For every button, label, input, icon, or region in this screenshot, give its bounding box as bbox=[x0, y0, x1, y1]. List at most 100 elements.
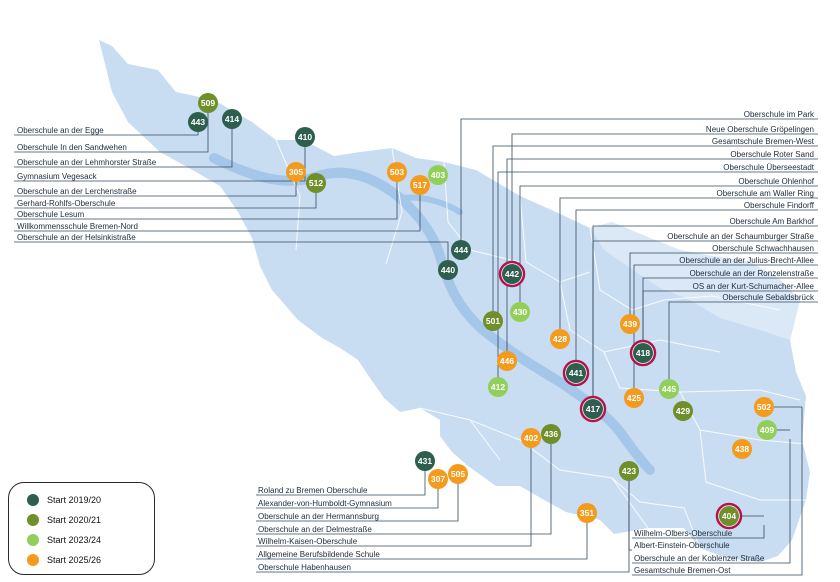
school-name-label: Oberschule Am Barkhof bbox=[730, 217, 815, 226]
school-number: 307 bbox=[431, 474, 445, 484]
school-marker: 403 bbox=[428, 165, 448, 185]
school-name-label: Oberschule im Park bbox=[744, 110, 815, 119]
leader-line bbox=[256, 470, 426, 496]
leader-line bbox=[632, 439, 791, 564]
legend-swatch-2019-20 bbox=[27, 494, 39, 506]
school-marker-dot bbox=[619, 461, 639, 481]
school-marker-dot bbox=[620, 314, 640, 334]
leader-line bbox=[629, 252, 818, 315]
school-marker: 414 bbox=[222, 109, 242, 129]
school-name-label: OS an der Kurt-Schumacher-Allee bbox=[693, 282, 815, 291]
legend-swatch-2025-26 bbox=[27, 554, 39, 566]
school-marker-dot bbox=[488, 377, 508, 397]
school-name-label: Oberschule am Waller Ring bbox=[716, 189, 814, 198]
leader-line bbox=[14, 112, 209, 153]
school-name-label: Alexander-von-Humboldt-Gymnasium bbox=[258, 499, 392, 508]
school-number: 503 bbox=[390, 167, 404, 177]
school-number: 517 bbox=[413, 180, 427, 190]
school-marker: 417 bbox=[579, 395, 607, 423]
leader-line bbox=[14, 146, 306, 182]
school-name-label: Allgemeine Berufsbildende Schule bbox=[258, 550, 380, 559]
school-marker-dot bbox=[566, 363, 586, 383]
leader-line bbox=[492, 145, 818, 312]
school-number: 430 bbox=[513, 307, 527, 317]
school-marker: 442 bbox=[498, 260, 526, 288]
school-marker-dot bbox=[438, 260, 458, 280]
leader-line bbox=[506, 158, 818, 352]
school-number: 445 bbox=[662, 384, 676, 394]
school-marker-dot bbox=[483, 311, 503, 331]
school-marker-dot bbox=[732, 439, 752, 459]
school-marker-dot bbox=[448, 464, 468, 484]
leader-line bbox=[642, 290, 818, 344]
leader-line bbox=[14, 128, 233, 168]
school-number: 425 bbox=[627, 393, 641, 403]
school-number: 512 bbox=[309, 178, 323, 188]
school-marker: 443 bbox=[188, 112, 208, 132]
leader-line bbox=[14, 192, 317, 209]
school-number: 438 bbox=[735, 444, 749, 454]
school-marker-dot bbox=[659, 379, 679, 399]
school-marker-dot bbox=[583, 399, 603, 419]
school-marker: 425 bbox=[624, 388, 644, 408]
school-name-label: Neue Oberschule Gröpelingen bbox=[706, 125, 814, 134]
school-marker-dot bbox=[541, 424, 561, 444]
school-marker-dot bbox=[497, 351, 517, 371]
legend: Start 2019/20 Start 2020/21 Start 2023/2… bbox=[8, 482, 155, 575]
school-marker-dot bbox=[428, 469, 448, 489]
school-number: 410 bbox=[298, 132, 312, 142]
school-name-label: Oberschule an der Delmestraße bbox=[258, 525, 372, 534]
school-number: 414 bbox=[225, 114, 239, 124]
leader-line bbox=[256, 447, 532, 547]
school-marker: 351 bbox=[577, 503, 597, 523]
district-boundary bbox=[589, 227, 781, 311]
school-number: 440 bbox=[441, 265, 455, 275]
school-marker-dot bbox=[188, 112, 208, 132]
legend-item: Start 2020/21 bbox=[27, 510, 154, 530]
school-marker: 501 bbox=[483, 311, 503, 331]
leader-line bbox=[14, 131, 199, 136]
school-name-label: Gesamtschule Bremen-Ost bbox=[634, 566, 731, 575]
school-name-label: Oberschule In den Sandwehen bbox=[17, 143, 127, 152]
school-number: 505 bbox=[451, 469, 465, 479]
leader-line bbox=[14, 181, 398, 220]
school-number: 403 bbox=[431, 170, 445, 180]
school-marker-dot bbox=[286, 162, 306, 182]
leader-line bbox=[256, 522, 588, 560]
school-marker: 439 bbox=[620, 314, 640, 334]
district-boundary bbox=[469, 419, 649, 529]
school-marker-dot bbox=[757, 420, 777, 440]
school-marker-dot bbox=[577, 503, 597, 523]
school-marker: 431 bbox=[415, 451, 435, 471]
school-name-label: Oberschule Habenhausen bbox=[258, 563, 351, 572]
school-marker: 444 bbox=[451, 240, 471, 260]
school-marker-dot bbox=[550, 329, 570, 349]
school-number: 305 bbox=[289, 167, 303, 177]
school-number: 412 bbox=[491, 382, 505, 392]
school-marker: 503 bbox=[387, 162, 407, 182]
school-marker: 307 bbox=[428, 469, 448, 489]
school-marker-dot bbox=[428, 165, 448, 185]
school-marker: 502 bbox=[754, 397, 774, 417]
school-number: 446 bbox=[500, 356, 514, 366]
school-number: 439 bbox=[623, 319, 637, 329]
legend-label: Start 2023/24 bbox=[47, 535, 102, 545]
school-marker: 441 bbox=[562, 359, 590, 387]
school-name-label: Oberschule Findorff bbox=[744, 201, 815, 210]
school-marker: 440 bbox=[438, 260, 458, 280]
school-name-label: Oberschule an der Ronzelenstraße bbox=[689, 269, 814, 278]
leader-line bbox=[668, 301, 818, 380]
school-marker-dot bbox=[295, 127, 315, 147]
school-marker: 429 bbox=[673, 401, 693, 421]
school-marker: 509 bbox=[198, 93, 218, 113]
school-marker-dot bbox=[719, 506, 739, 526]
school-marker-dot bbox=[624, 388, 644, 408]
school-marker: 409 bbox=[757, 420, 777, 440]
district-patch bbox=[590, 222, 800, 340]
district-boundary bbox=[519, 195, 591, 283]
legend-swatch-2023-24 bbox=[27, 534, 39, 546]
school-marker-dot bbox=[387, 162, 407, 182]
school-marker: 438 bbox=[732, 439, 752, 459]
school-number: 429 bbox=[676, 406, 690, 416]
